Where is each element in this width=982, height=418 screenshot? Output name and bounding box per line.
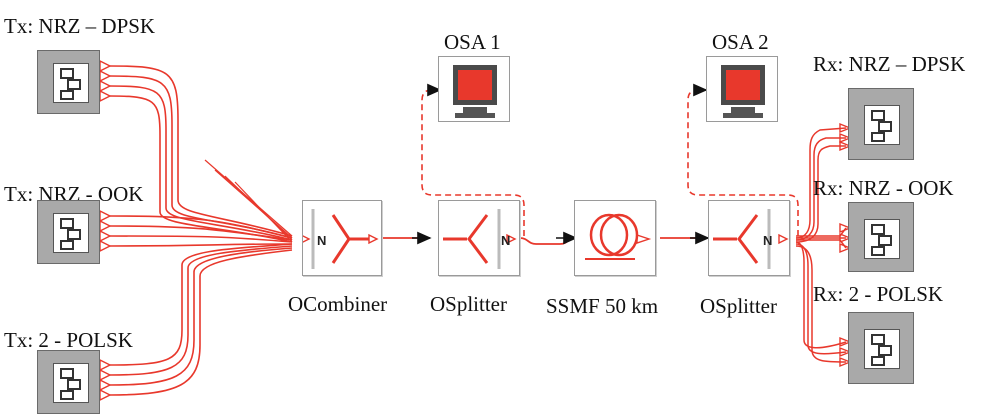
osplitter1-label: OSplitter (430, 292, 507, 316)
fan-lines (204, 159, 293, 243)
monitor-base (723, 113, 763, 118)
rx-ook-label: Rx: NRZ - OOK (813, 176, 954, 200)
splitter1-port-glyph: N (501, 233, 510, 248)
rx-port-markers (839, 122, 852, 368)
osplitter2-block[interactable]: N (708, 200, 790, 276)
tx-dpsk-label: Tx: NRZ – DPSK (4, 14, 156, 38)
subsystem-icon (864, 329, 900, 369)
tx-port-markers (99, 59, 112, 402)
tx-ook-block[interactable] (37, 200, 100, 264)
splitter2-port-glyph: N (763, 233, 772, 248)
subsystem-icon (864, 219, 900, 259)
rx-wires (795, 127, 847, 363)
subsystem-icon (53, 63, 89, 103)
rx-polsk-label: Rx: 2 - POLSK (813, 282, 944, 306)
subsystem-icon (53, 363, 89, 403)
rx-dpsk-block[interactable] (848, 88, 914, 160)
ssmf-fiber-block[interactable] (574, 200, 656, 276)
subsystem-icon (53, 213, 89, 253)
monitor-base (455, 113, 495, 118)
tx-polsk-block[interactable] (37, 350, 100, 414)
rx-ook-block[interactable] (848, 202, 914, 272)
monitor-stand (463, 107, 487, 113)
osa1-label: OSA 1 (444, 30, 501, 54)
osa2-analyzer[interactable] (706, 56, 778, 122)
monitor-stand (731, 107, 755, 113)
tx-polsk-label: Tx: 2 - POLSK (4, 328, 133, 352)
fiber-spool-icon (585, 213, 652, 260)
ocombiner-label: OCombiner (288, 292, 388, 316)
rx-polsk-block[interactable] (848, 312, 914, 384)
tx-polsk-wires (109, 243, 293, 396)
subsystem-icon (864, 105, 900, 145)
ssmf-label: SSMF 50 km (546, 294, 659, 318)
trunk-wires (382, 237, 706, 245)
ocombiner-block[interactable]: N (300, 200, 382, 276)
rx-dpsk-label: Rx: NRZ – DPSK (813, 52, 966, 76)
osplitter2-label: OSplitter (700, 294, 777, 318)
tx-dpsk-block[interactable] (37, 50, 100, 114)
osa1-analyzer[interactable] (438, 56, 510, 122)
monitor-icon (721, 65, 765, 105)
osplitter1-block[interactable]: N (438, 200, 520, 276)
osa2-label: OSA 2 (712, 30, 769, 54)
splitter-icon: N (713, 209, 789, 269)
combiner-port-glyph: N (317, 233, 326, 248)
tx-ook-wires (109, 215, 293, 247)
splitter-icon: N (443, 209, 517, 269)
monitor-icon (453, 65, 497, 105)
combiner-icon: N (300, 209, 379, 269)
monitor-taps (421, 89, 799, 236)
